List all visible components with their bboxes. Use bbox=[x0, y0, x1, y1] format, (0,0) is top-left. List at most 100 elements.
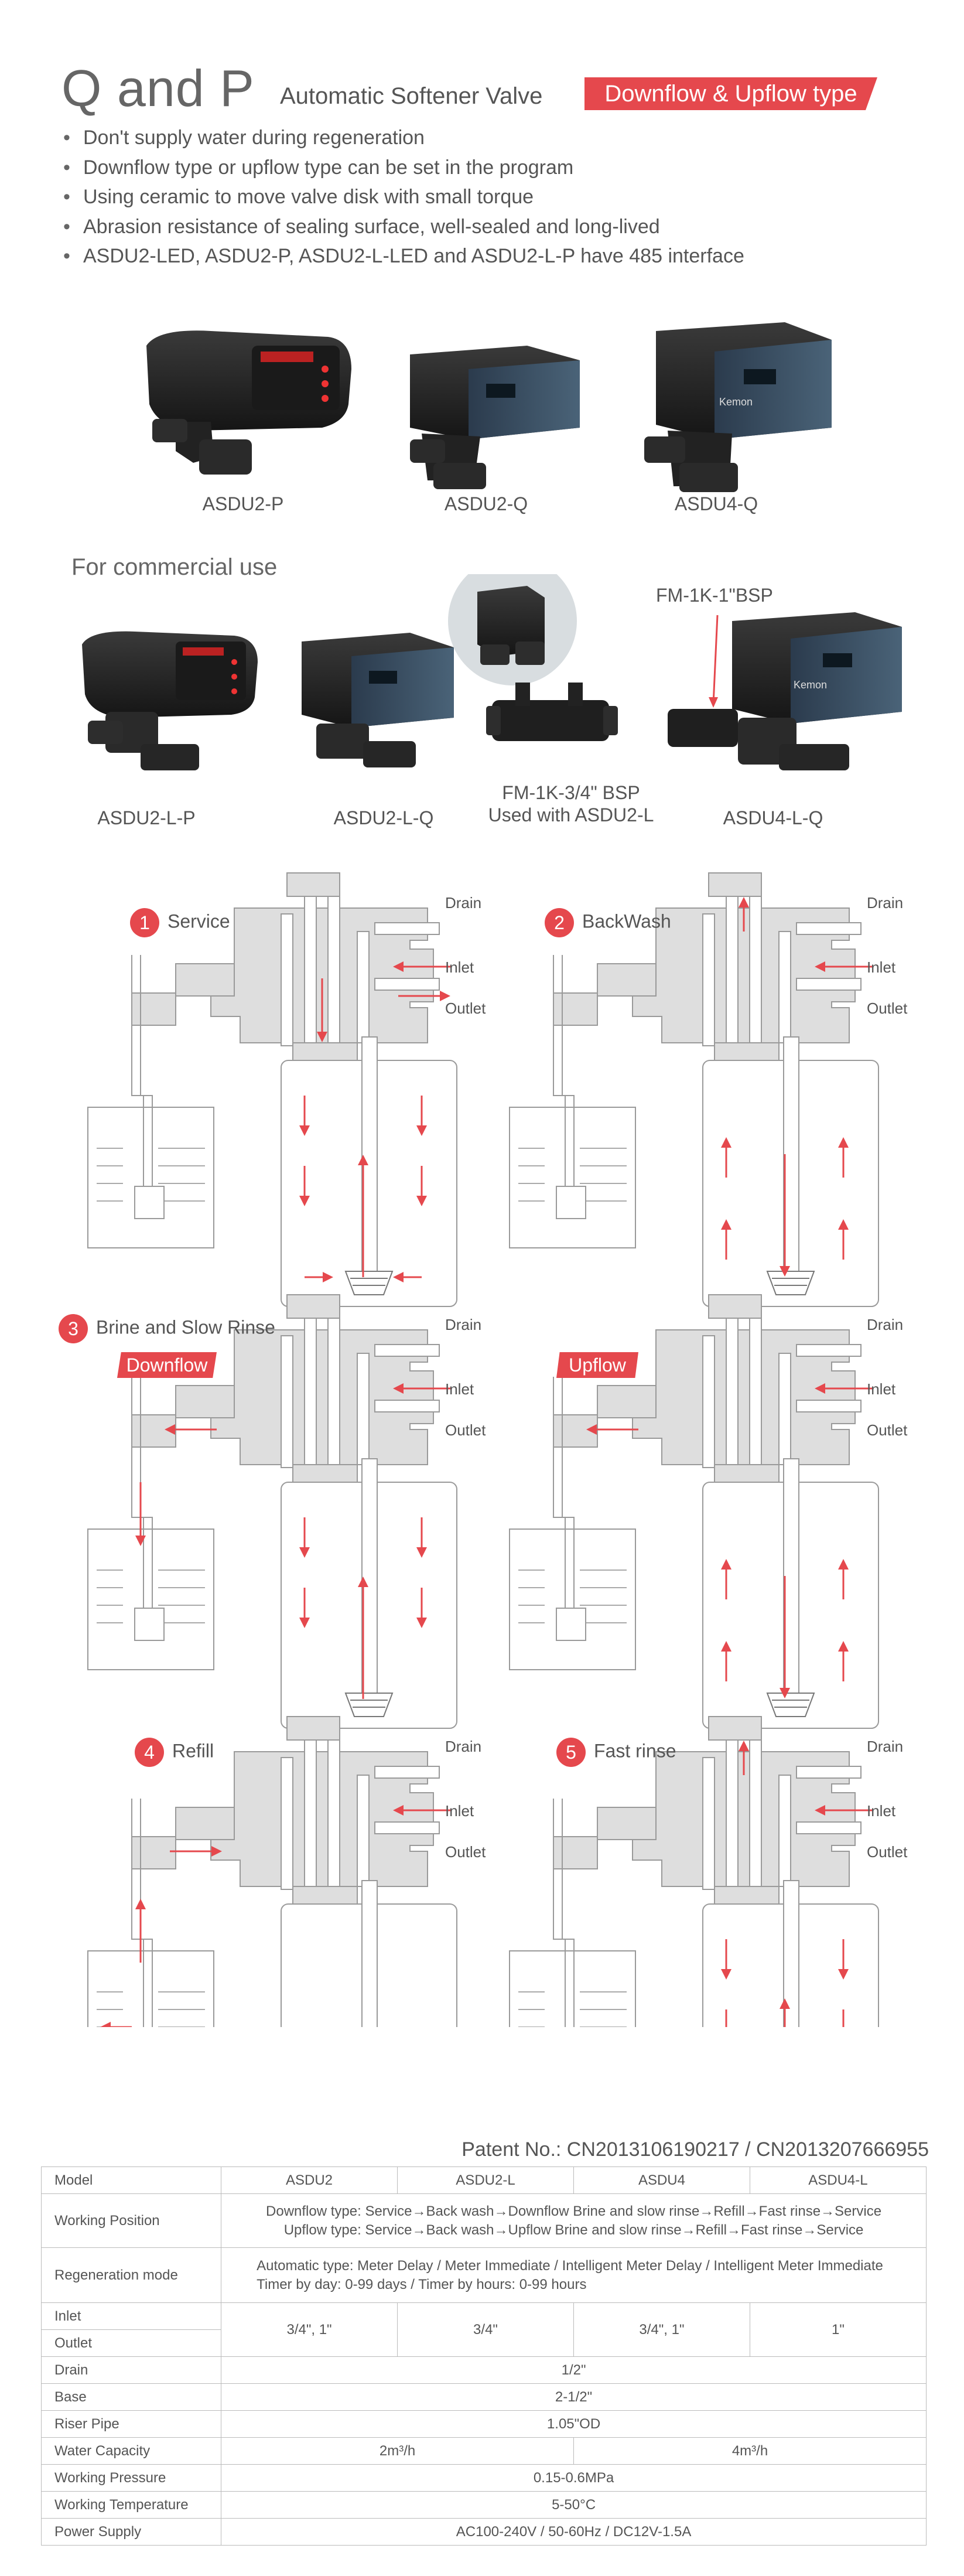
port-drain-label: Drain bbox=[867, 1316, 904, 1333]
table-cell: 3/4", 1" bbox=[221, 2302, 398, 2357]
table-cell: Working Temperature bbox=[40, 2491, 222, 2519]
diagram-fast-rinse bbox=[509, 1716, 879, 2027]
type-badge: Downflow & Upflow type bbox=[584, 77, 877, 110]
downflow-tag: Downflow bbox=[117, 1352, 217, 1378]
meter-small-usage: Used with ASDU2-L bbox=[488, 804, 654, 825]
step-fast-rinse: 5 Fast rinse bbox=[556, 1738, 676, 1767]
page-title: Q and P bbox=[61, 59, 255, 117]
meter-large-label: FM-1K-1"BSP bbox=[656, 585, 773, 606]
port-inlet-label: Inlet bbox=[445, 1802, 474, 1820]
valve-asdu2-l-p-image bbox=[82, 631, 258, 770]
step-name: Brine and Slow Rinse bbox=[96, 1316, 275, 1338]
diagram-refill bbox=[87, 1716, 457, 2027]
brand-label: Kemon bbox=[794, 679, 827, 691]
table-header: ASDU4-L bbox=[749, 2166, 927, 2194]
table-row: Drain 1/2" bbox=[40, 2356, 927, 2384]
port-outlet-label: Outlet bbox=[867, 999, 908, 1017]
table-header: Model bbox=[40, 2166, 222, 2194]
step-service: 1 Service bbox=[130, 908, 230, 937]
table-row: Water Capacity 2m³/h 4m³/h bbox=[40, 2437, 927, 2465]
table-cell: Power Supply bbox=[40, 2518, 222, 2546]
table-row: Working Position Downflow type: Service→… bbox=[40, 2193, 927, 2248]
table-row: Base 2-1/2" bbox=[40, 2383, 927, 2411]
table-cell: 3/4", 1" bbox=[573, 2302, 750, 2357]
port-outlet-label: Outlet bbox=[445, 1843, 486, 1861]
step-number: 5 bbox=[556, 1738, 586, 1767]
valve-asdu2-l-q-image bbox=[302, 633, 454, 767]
port-outlet-label: Outlet bbox=[867, 1421, 908, 1439]
table-cell: 1" bbox=[749, 2302, 927, 2357]
product-label: ASDU2-Q bbox=[444, 493, 528, 514]
port-inlet-label: Inlet bbox=[445, 1380, 474, 1398]
step-number: 4 bbox=[135, 1738, 164, 1767]
table-header: ASDU2 bbox=[221, 2166, 398, 2194]
meter-small-model: FM-1K-3/4" BSP bbox=[502, 782, 640, 803]
port-outlet-label: Outlet bbox=[445, 1421, 486, 1439]
table-row: Model ASDU2 ASDU2-L ASDU4 ASDU4-L bbox=[40, 2166, 927, 2194]
table-cell: 0.15-0.6MPa bbox=[221, 2464, 927, 2492]
table-cell: Working Position bbox=[40, 2193, 222, 2248]
table-row: Outlet bbox=[40, 2329, 927, 2357]
brand-label: Kemon bbox=[719, 396, 753, 408]
product-label: ASDU2-L-Q bbox=[333, 807, 434, 828]
valve-asdu2-q-image bbox=[410, 346, 580, 489]
table-row: Working Temperature 5-50°C bbox=[40, 2491, 927, 2519]
step-name: Service bbox=[167, 910, 230, 932]
position-downflow: Downflow type: Service→Back wash→Downflo… bbox=[266, 2203, 882, 2219]
feature-list: Don't supply water during regeneration D… bbox=[63, 123, 744, 271]
patent-number: Patent No.: CN2013106190217 / CN20132076… bbox=[462, 2138, 929, 2161]
meter-small-label: FM-1K-3/4" BSP Used with ASDU2-L bbox=[477, 782, 665, 826]
product-label: ASDU2-L-P bbox=[97, 807, 196, 828]
feature-item: Using ceramic to move valve disk with sm… bbox=[63, 182, 744, 212]
table-cell: Inlet bbox=[40, 2302, 222, 2330]
port-inlet-label: Inlet bbox=[445, 958, 474, 976]
table-row: Working Pressure 0.15-0.6MPa bbox=[40, 2464, 927, 2492]
diagram-brine-upflow bbox=[509, 1294, 879, 1729]
table-cell: 2m³/h bbox=[221, 2437, 575, 2465]
table-header: ASDU4 bbox=[573, 2166, 750, 2194]
step-backwash: 2 BackWash bbox=[545, 908, 671, 937]
spec-table: Model ASDU2 ASDU2-L ASDU4 ASDU4-L Workin… bbox=[40, 2166, 927, 2546]
step-name: BackWash bbox=[582, 910, 671, 932]
feature-item: Downflow type or upflow type can be set … bbox=[63, 153, 744, 183]
table-cell: Automatic type: Meter Delay / Meter Imme… bbox=[221, 2247, 927, 2303]
step-number: 2 bbox=[545, 908, 574, 937]
product-images-row1: Kemon bbox=[146, 322, 832, 492]
section-heading-commercial: For commercial use bbox=[71, 554, 278, 580]
table-cell: 2-1/2" bbox=[221, 2383, 927, 2411]
table-cell: Drain bbox=[40, 2356, 222, 2384]
step-number: 1 bbox=[130, 908, 159, 937]
page-subtitle: Automatic Softener Valve bbox=[280, 83, 543, 109]
port-drain-label: Drain bbox=[445, 1738, 482, 1755]
table-cell: Riser Pipe bbox=[40, 2410, 222, 2438]
product-images-commercial: Kemon bbox=[82, 574, 902, 770]
port-inlet-label: Inlet bbox=[867, 958, 896, 976]
port-outlet-label: Outlet bbox=[867, 1843, 908, 1861]
table-header: ASDU2-L bbox=[396, 2166, 575, 2194]
position-upflow: Upflow type: Service→Back wash→Upflow Br… bbox=[283, 2222, 864, 2238]
product-label: ASDU2-P bbox=[202, 493, 284, 514]
valve-asdu4-q-image: Kemon bbox=[644, 322, 832, 492]
feature-item: Abrasion resistance of sealing surface, … bbox=[63, 212, 744, 242]
regen-automatic: Automatic type: Meter Delay / Meter Imme… bbox=[257, 2257, 883, 2274]
table-cell: Base bbox=[40, 2383, 222, 2411]
diagram-backwash bbox=[509, 872, 879, 1307]
table-cell: Water Capacity bbox=[40, 2437, 222, 2465]
table-cell: 1/2" bbox=[221, 2356, 927, 2384]
table-cell: Downflow type: Service→Back wash→Downflo… bbox=[221, 2193, 927, 2248]
port-inlet-label: Inlet bbox=[867, 1380, 896, 1398]
table-cell: Outlet bbox=[40, 2329, 222, 2357]
table-row: Riser Pipe 1.05"OD bbox=[40, 2410, 927, 2438]
valve-asdu2-p-image bbox=[146, 330, 351, 475]
table-row: Regeneration mode Automatic type: Meter … bbox=[40, 2247, 927, 2303]
table-row: Power Supply AC100-240V / 50-60Hz / DC12… bbox=[40, 2518, 927, 2546]
upflow-tag: Upflow bbox=[556, 1352, 638, 1378]
diagram-brine-downflow bbox=[87, 1294, 457, 1729]
step-name: Fast rinse bbox=[594, 1740, 676, 1762]
port-inlet-label: Inlet bbox=[867, 1802, 896, 1820]
table-row: Inlet 3/4", 1" 3/4" 3/4", 1" 1" bbox=[40, 2302, 927, 2357]
product-label: ASDU4-Q bbox=[674, 493, 758, 514]
port-drain-label: Drain bbox=[867, 894, 904, 912]
